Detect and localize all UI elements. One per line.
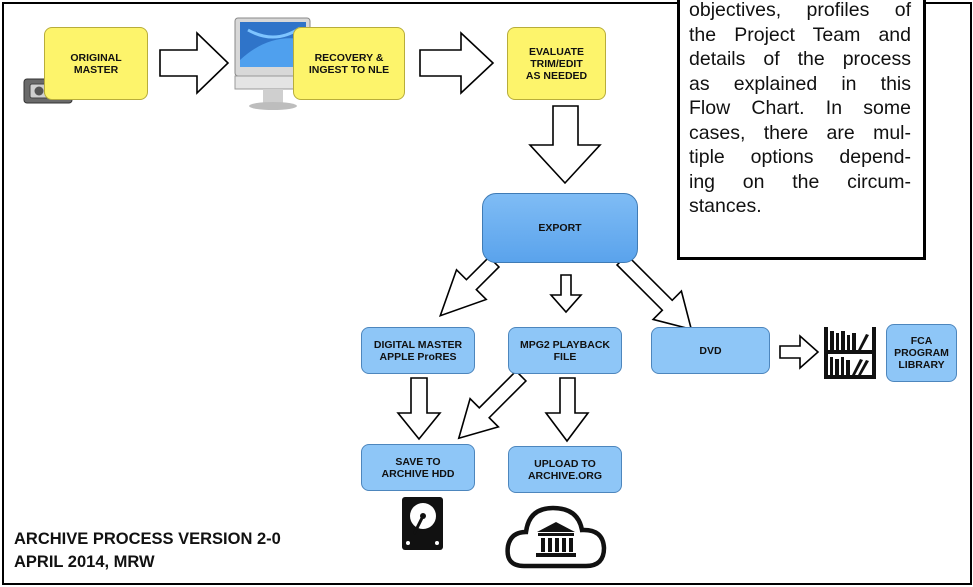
note-line: objectives, profiles of: [689, 0, 911, 21]
bookshelf-icon: [824, 327, 876, 379]
footer-version: ARCHIVE PROCESS VERSION 2-0: [14, 530, 281, 548]
arrow-export-to-mpg2: [549, 274, 583, 314]
arrow-digital-to-save: [396, 377, 442, 441]
footer-date: APRIL 2014, MRW: [14, 553, 155, 571]
footer-caption: ARCHIVE PROCESS VERSION 2-0 APRIL 2014, …: [14, 528, 281, 574]
save-archive-hdd-box: SAVE TO ARCHIVE HDD: [361, 444, 475, 491]
digital-master-box: DIGITAL MASTER APPLE ProRES: [361, 327, 475, 374]
note-line: Flow Chart. In some: [689, 97, 911, 119]
arrow-recovery-to-evaluate: [419, 31, 495, 95]
upload-archive-org-box: UPLOAD TO ARCHIVE.ORG: [508, 446, 622, 493]
arrow-export-to-dvd: [615, 253, 693, 331]
note-line: tiple options depend-: [689, 146, 911, 168]
evaluate-trim-box: EVALUATE TRIM/EDIT AS NEEDED: [507, 27, 606, 100]
note-line: the Project Team and: [689, 23, 911, 46]
note-line: details of the process: [689, 48, 911, 70]
mpg2-playback-box: MPG2 PLAYBACK FILE: [508, 327, 622, 374]
fca-program-library-box: FCA PROGRAM LIBRARY: [886, 324, 957, 382]
arrow-dvd-to-library: [779, 334, 820, 370]
arrow-original-to-recovery: [159, 31, 230, 95]
note-line: as explained in this: [689, 72, 911, 95]
note-line: cases, there are mul-: [689, 121, 911, 144]
explanation-note: objectives, profiles of the Project Team…: [677, 0, 926, 260]
arrow-mpg2-to-save: [457, 369, 528, 440]
arrow-mpg2-to-upload: [544, 377, 590, 443]
original-master-box: ORIGINAL MASTER: [44, 27, 148, 100]
note-line: stances.: [689, 195, 762, 217]
export-box: EXPORT: [482, 193, 638, 263]
cloud-library-icon: [505, 505, 607, 569]
arrow-export-to-digital: [438, 255, 501, 318]
dvd-box: DVD: [651, 327, 770, 374]
hard-drive-icon: [402, 497, 443, 550]
arrow-evaluate-to-export: [528, 105, 602, 185]
recovery-ingest-box: RECOVERY & INGEST TO NLE: [293, 27, 405, 100]
note-line: ing on the circum-: [689, 170, 911, 193]
